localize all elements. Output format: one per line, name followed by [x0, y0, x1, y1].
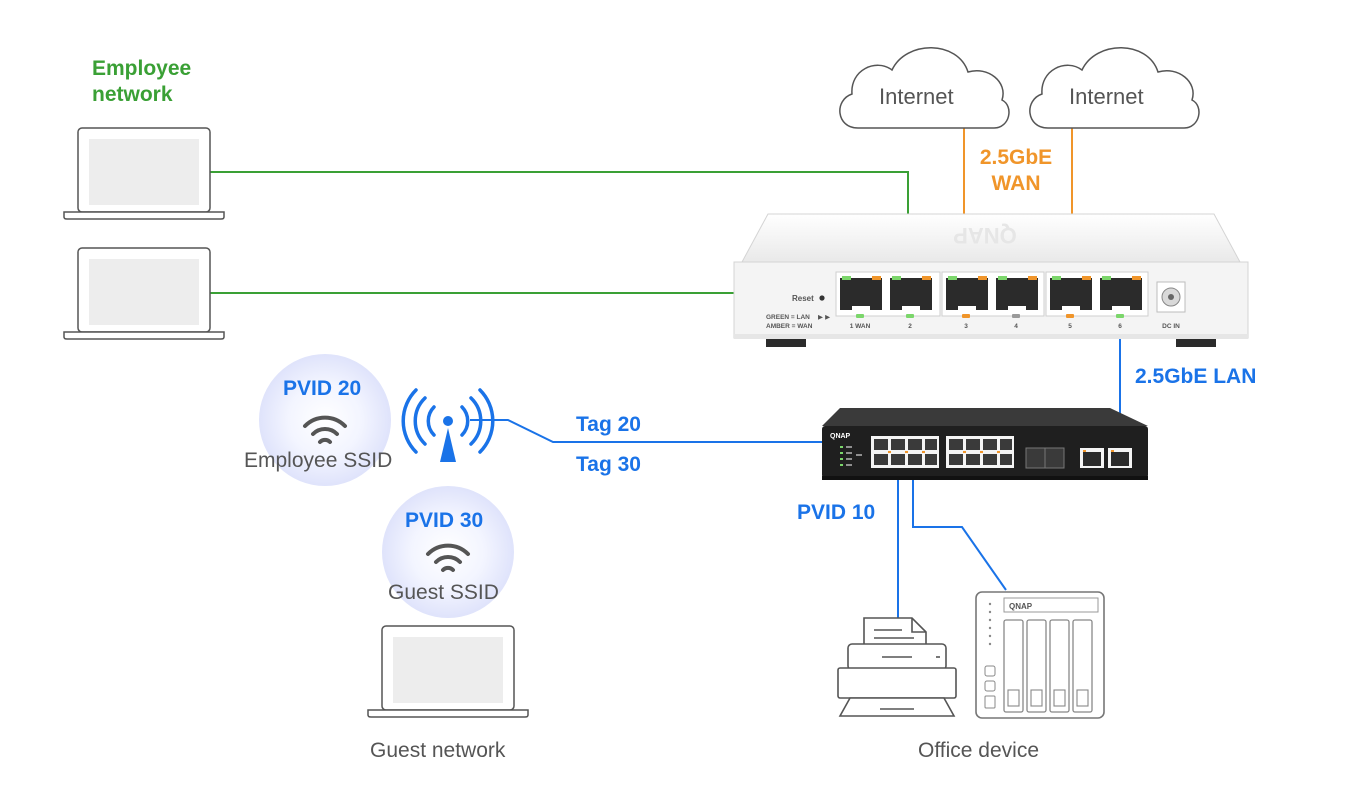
internet-cloud-1	[839, 47, 1010, 129]
wifi-icon	[426, 543, 470, 572]
pvid-20-label: PVID 20	[283, 377, 362, 400]
switch-brand-logo: QNAP	[830, 433, 851, 440]
wifi-icon	[303, 415, 347, 444]
wan-label: 2.5GbE WAN	[976, 145, 1056, 196]
router-port-6	[1100, 278, 1142, 310]
router-dc-in-label: DC IN	[1162, 323, 1180, 330]
internet-label-1: Internet	[879, 84, 954, 109]
router-legend-lan: GREEN = LAN	[766, 314, 810, 321]
switch-sfp-group-1	[871, 436, 939, 468]
router-port-5	[1050, 278, 1092, 310]
router-port-label-1: 1 WAN	[850, 323, 871, 330]
router-port-label-3: 3	[964, 323, 968, 330]
router-port-label-4: 4	[1014, 323, 1018, 330]
router-port-1	[840, 278, 882, 310]
employee-network-label: Employee network	[92, 56, 191, 107]
access-point-antenna-icon	[401, 388, 495, 462]
laptop-employee-1	[63, 127, 225, 220]
laptop-guest	[367, 625, 529, 718]
nas-device: QNAP	[975, 591, 1105, 719]
employee-network-label-line2: network	[92, 82, 173, 106]
router-port-4	[996, 278, 1038, 310]
employee-ssid-label: Employee SSID	[244, 449, 393, 472]
guest-ssid-label: Guest SSID	[388, 581, 499, 604]
router: QNAP	[733, 213, 1249, 347]
switch: QNAP	[822, 408, 1148, 480]
router-port-label-6: 6	[1118, 323, 1122, 330]
nas-brand-logo: QNAP	[1009, 602, 1033, 611]
lan-label: 2.5GbE LAN	[1135, 365, 1257, 388]
router-legend-arrows: ▶ ▶	[818, 313, 830, 321]
wan-label-line1: 2.5GbE	[979, 146, 1053, 169]
router-brand-logo: QNAP	[953, 223, 1017, 248]
router-port-label-2: 2	[908, 323, 912, 330]
employee-ssid-halo	[259, 354, 391, 486]
nas-link	[912, 462, 1007, 591]
router-legend-wan: AMBER = WAN	[766, 323, 813, 330]
router-port-2	[890, 278, 932, 310]
pvid-10-label: PVID 10	[797, 501, 876, 524]
internet-cloud-2	[1029, 47, 1200, 129]
internet-label-2: Internet	[1069, 84, 1144, 109]
laptop-employee-2	[63, 247, 225, 340]
guest-ssid-halo	[382, 486, 514, 618]
router-port-3	[946, 278, 988, 310]
guest-network-label: Guest network	[370, 739, 506, 762]
router-reset-label: Reset	[792, 294, 814, 303]
pvid-30-label: PVID 30	[405, 509, 484, 532]
printer-icon	[837, 617, 957, 717]
switch-sfp-group-2	[946, 436, 1014, 468]
trunk-link	[470, 419, 878, 443]
router-port-label-5: 5	[1068, 323, 1072, 330]
employee-network-label-line1: Employee	[92, 57, 192, 80]
reset-button[interactable]	[819, 295, 825, 301]
office-device-label: Office device	[918, 739, 1040, 762]
wan-label-line2: WAN	[991, 171, 1041, 195]
tag-20-label: Tag 20	[576, 413, 641, 436]
tag-30-label: Tag 30	[576, 453, 641, 476]
